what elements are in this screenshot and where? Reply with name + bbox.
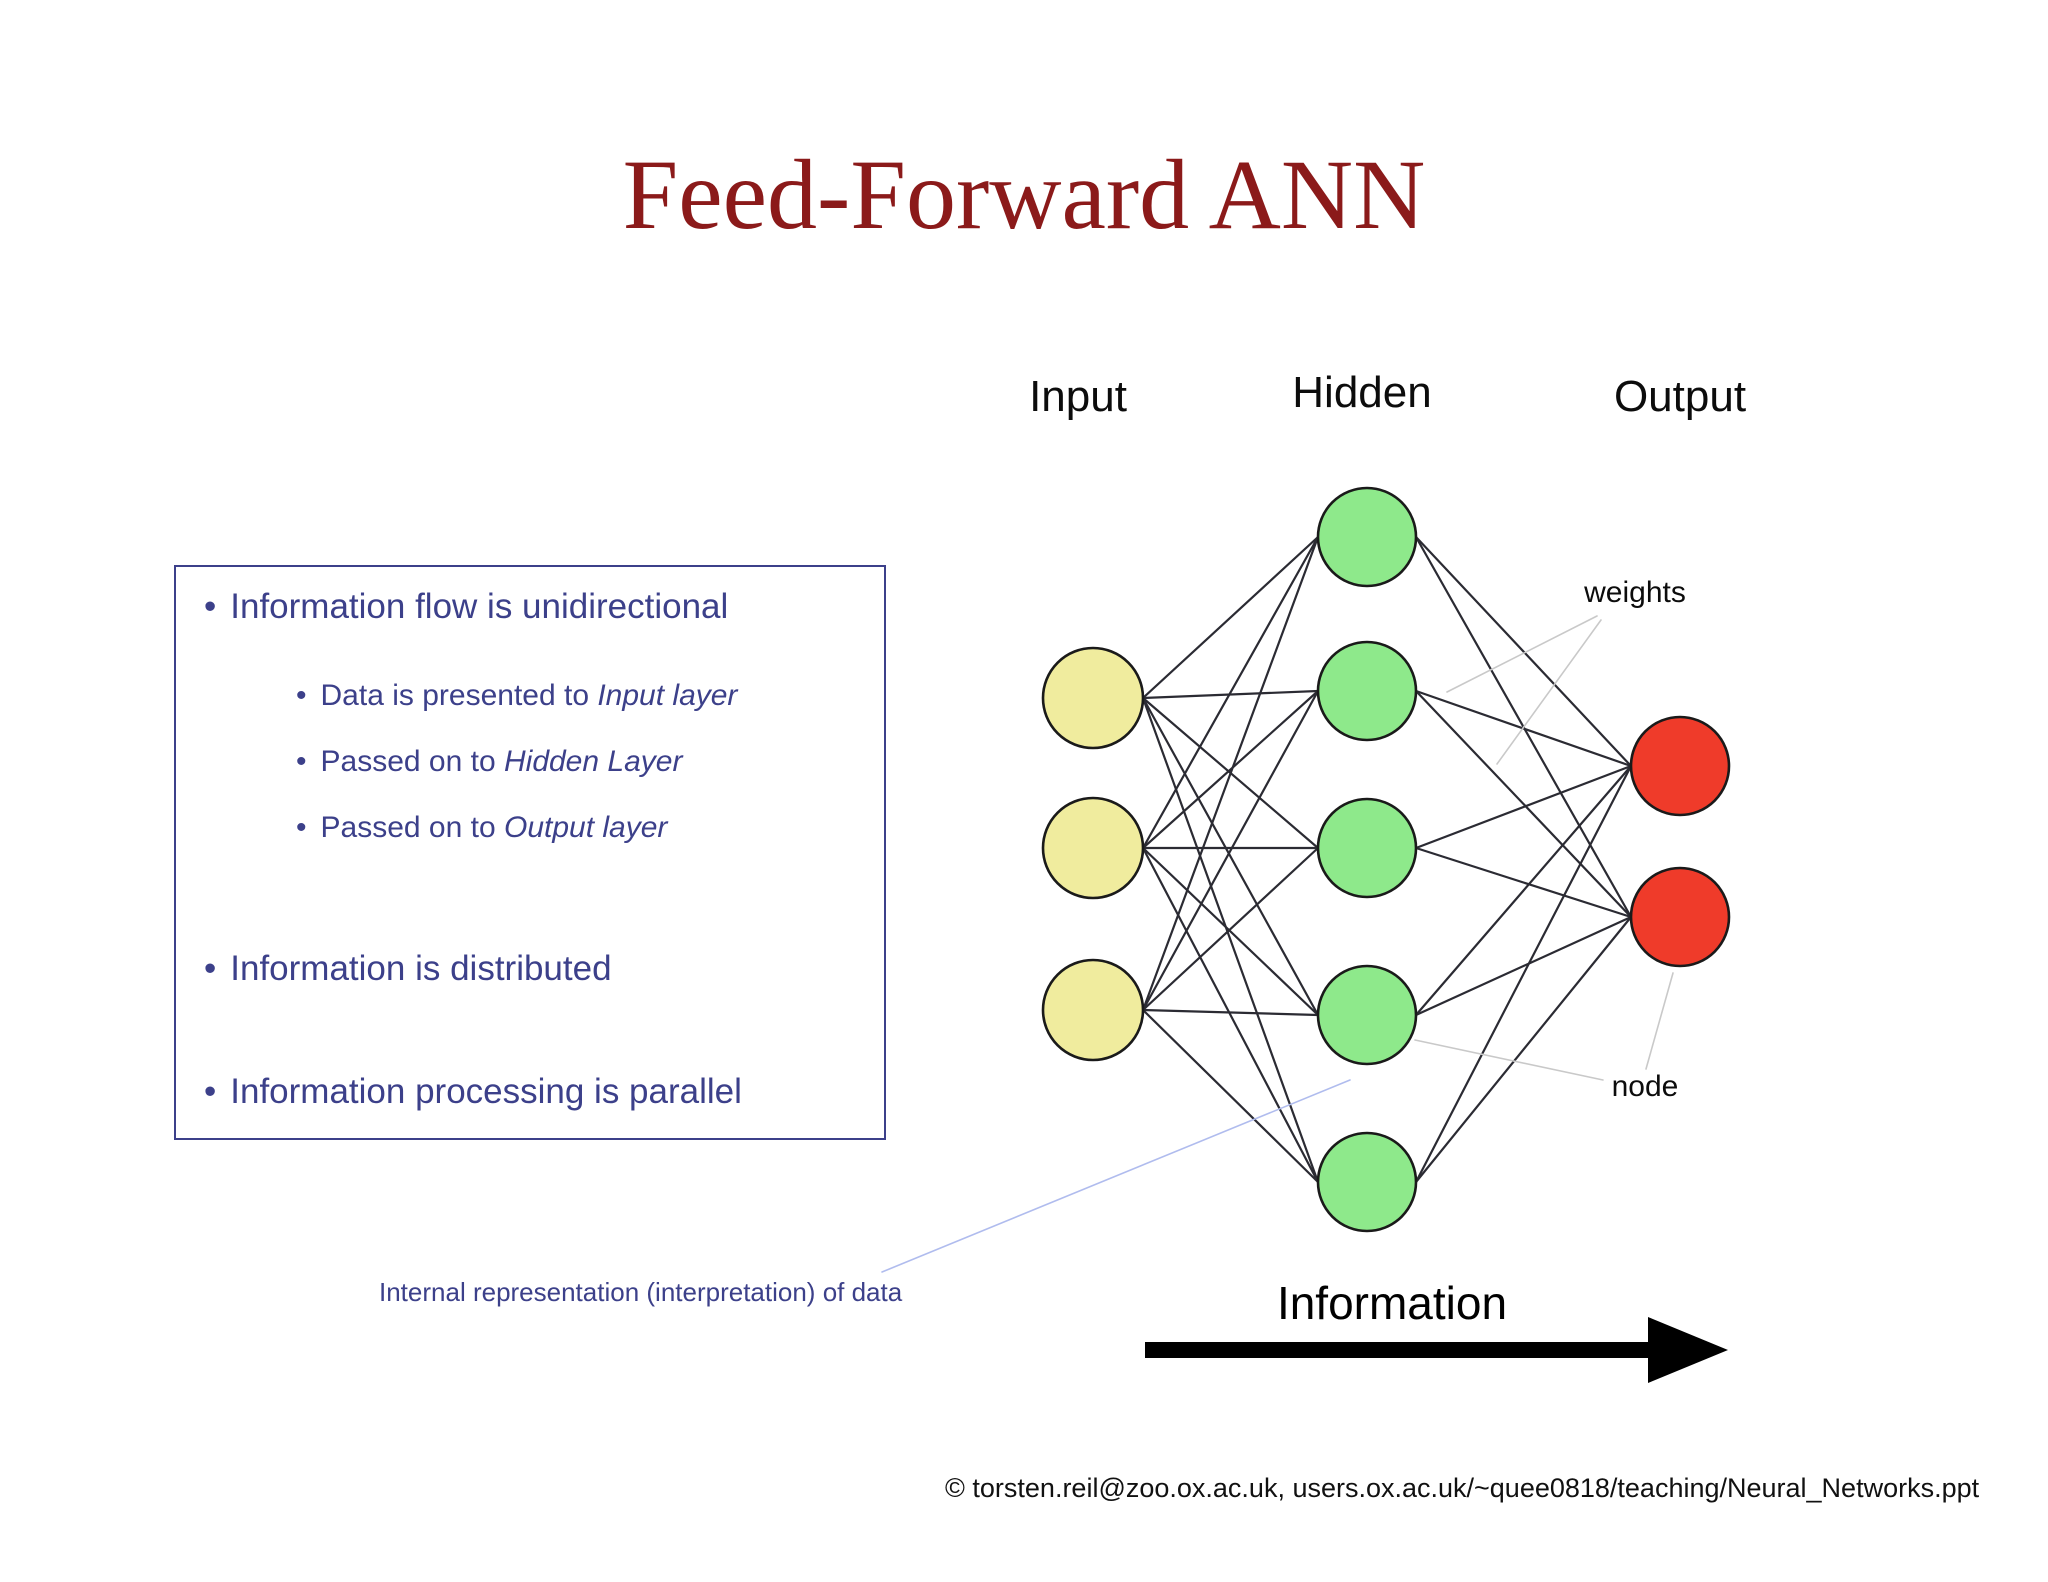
annotation-pointer-line <box>1645 972 1674 1070</box>
hidden-node <box>1316 964 1418 1066</box>
subbullet-hidden-layer: • Passed on to Hidden Layer <box>296 745 682 780</box>
bullet-text: Information processing is parallel <box>230 1072 742 1111</box>
output-node <box>1629 715 1731 817</box>
input-node <box>1041 958 1145 1062</box>
output-node <box>1629 866 1731 968</box>
slide-title: Feed-Forward ANN <box>622 139 1426 250</box>
connection-line <box>1141 1008 1320 1184</box>
hidden-node <box>1316 797 1418 899</box>
connection-line <box>1141 1008 1320 1017</box>
connection-line <box>1414 846 1633 919</box>
subbullet-text: Passed on to <box>320 811 504 844</box>
connection-line <box>1414 689 1633 919</box>
connection-line <box>1141 696 1320 1184</box>
hidden-node <box>1316 486 1418 588</box>
connection-line <box>1141 535 1320 850</box>
internal-representation-caption: Internal representation (interpretation)… <box>379 1277 903 1307</box>
bullet-info-parallel: • Information processing is parallel <box>204 1072 742 1112</box>
subbullet-emphasis: Output layer <box>503 811 668 844</box>
bullet-info-distributed: • Information is distributed <box>204 949 612 989</box>
information-arrow-head <box>1648 1317 1728 1383</box>
connection-line <box>1414 535 1633 768</box>
hidden-node <box>1316 640 1418 742</box>
hidden-layer-label: Hidden <box>1292 368 1432 417</box>
subbullet-emphasis: Hidden Layer <box>503 745 683 778</box>
information-arrow-shaft <box>1145 1342 1648 1358</box>
bullet-marker: • <box>296 679 307 712</box>
connection-line <box>1414 764 1633 1184</box>
node-label: node <box>1611 1070 1679 1103</box>
bullet-marker: • <box>204 587 217 626</box>
subbullet-emphasis: Input layer <box>597 679 738 712</box>
internal-representation-callout-line <box>881 1079 1351 1273</box>
bullet-marker: • <box>296 745 307 778</box>
subbullet-input-layer: • Data is presented to Input layer <box>296 679 737 714</box>
connection-line <box>1414 764 1633 1017</box>
subbullet-text: Data is presented to <box>320 679 598 712</box>
connection-line <box>1141 846 1320 1012</box>
footer-credit: © torsten.reil@zoo.ox.ac.uk, users.ox.ac… <box>945 1473 1980 1503</box>
subbullet-output-layer: • Passed on to Output layer <box>296 811 667 846</box>
input-layer-label: Input <box>1029 372 1127 421</box>
connection-line <box>1141 846 1320 1017</box>
bullet-info-flow: • Information flow is unidirectional <box>204 587 728 627</box>
input-node <box>1041 646 1145 750</box>
connection-line <box>1141 846 1320 1184</box>
bullet-marker: • <box>296 811 307 844</box>
connection-line <box>1414 915 1633 1017</box>
subbullet-text: Passed on to <box>320 745 504 778</box>
bullet-box: • Information flow is unidirectional • Dat… <box>174 565 886 1140</box>
information-flow-label: Information <box>1276 1277 1508 1329</box>
hidden-node <box>1316 1131 1418 1233</box>
connection-line <box>1141 689 1320 1012</box>
connection-line <box>1141 696 1320 1017</box>
output-layer-label: Output <box>1613 372 1747 421</box>
bullet-marker: • <box>204 1072 217 1111</box>
weights-label: weights <box>1584 576 1686 609</box>
connection-line <box>1141 535 1320 1012</box>
annotation-pointer-line <box>1446 615 1598 693</box>
annotation-pointer-line <box>1414 1039 1604 1081</box>
bullet-text: Information flow is unidirectional <box>230 587 729 626</box>
connection-line <box>1414 915 1633 1184</box>
bullet-marker: • <box>204 949 217 988</box>
bullet-text: Information is distributed <box>230 949 612 988</box>
connection-line <box>1414 764 1633 850</box>
connection-line <box>1141 535 1320 700</box>
input-node <box>1041 796 1145 900</box>
connection-line <box>1141 689 1320 850</box>
annotation-pointer-line <box>1496 619 1602 765</box>
